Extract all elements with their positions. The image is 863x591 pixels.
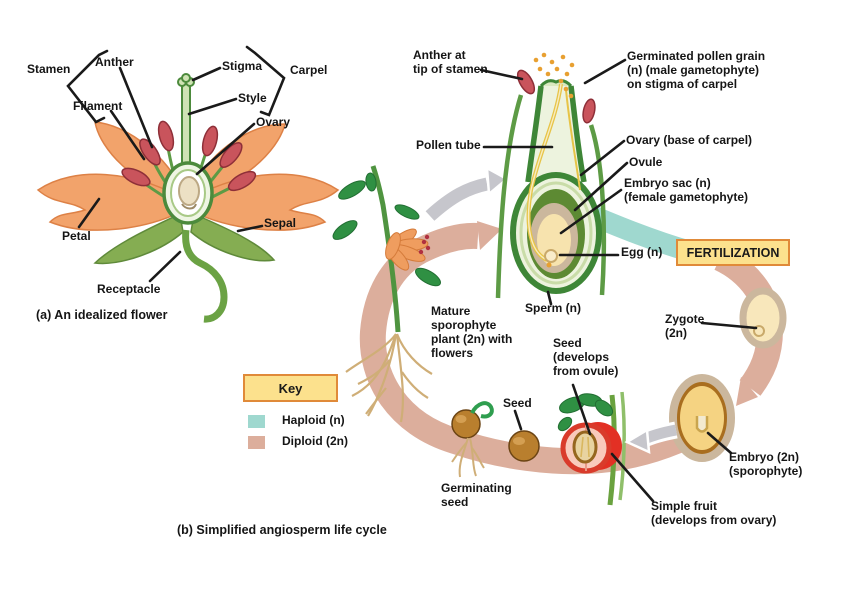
label-ovule: Ovule <box>629 155 663 169</box>
caption-panel-b: (b) Simplified angiosperm life cycle <box>177 523 387 537</box>
label-filament: Filament <box>73 99 123 113</box>
label-ovary: Ovary <box>256 115 291 129</box>
label-carpel: Carpel <box>290 63 328 77</box>
label-egg: Egg (n) <box>621 245 663 259</box>
label-seed-from-ovule: Seed (develops from ovule) <box>553 336 619 379</box>
label-germinated-pollen: Germinated pollen grain (n) (male gameto… <box>627 49 766 92</box>
label-stamen: Stamen <box>27 62 71 76</box>
label-anther: Anther <box>95 55 134 69</box>
gray-arrow-flower-to-carpel <box>423 165 510 224</box>
carpel-cross-section <box>495 52 607 299</box>
label-sepal: Sepal <box>264 216 297 230</box>
caption-panel-a: (a) An idealized flower <box>36 308 168 322</box>
mature-plant-illustration <box>332 165 441 423</box>
sperm-cell <box>546 262 552 268</box>
embryo-shape <box>695 416 709 433</box>
plant-flower <box>385 228 429 271</box>
seed-in-fruit <box>572 430 598 464</box>
key-diploid-label: Diploid (2n) <box>282 434 348 448</box>
plant-roots <box>345 333 433 423</box>
label-embryo: Embryo (2n) (sporophyte) <box>729 450 803 479</box>
pollen-grains <box>533 52 575 99</box>
label-receptacle: Receptacle <box>97 282 161 296</box>
germinating-seed-illustration <box>451 401 494 478</box>
label-mature-sporophyte: Mature sporophyte plant (2n) with flower… <box>431 304 513 361</box>
haploid-swatch <box>248 415 265 428</box>
label-sperm: Sperm (n) <box>525 301 582 315</box>
diploid-swatch <box>248 436 265 449</box>
brackets <box>66 45 286 124</box>
leader-lines <box>77 58 758 503</box>
anthers <box>121 120 257 192</box>
label-germinating-seed: Germinating seed <box>441 481 512 510</box>
carpel-a <box>162 73 214 225</box>
embryo-ovule <box>669 374 735 462</box>
key-haploid-label: Haploid (n) <box>282 413 345 427</box>
receptacle-stem <box>182 229 228 323</box>
label-style: Style <box>238 91 267 105</box>
stamen-bracket <box>66 49 109 124</box>
gray-arrow-embryo-to-fruit <box>624 421 678 455</box>
label-pollen-tube: Pollen tube <box>416 138 481 152</box>
key-box-title: Key <box>243 374 338 402</box>
sepals <box>93 212 276 265</box>
fertilization-box: FERTILIZATION <box>676 239 790 266</box>
flower-illustration <box>36 73 340 323</box>
ovule-a <box>178 176 200 206</box>
fruit-illustration <box>557 391 626 506</box>
zygote-ovule <box>739 287 787 349</box>
label-seed: Seed <box>503 396 532 410</box>
anther-left <box>516 69 536 95</box>
label-petal: Petal <box>62 229 91 243</box>
label-ovary-base: Ovary (base of carpel) <box>626 133 753 147</box>
label-anther-tip: Anther at tip of stamen <box>413 48 488 77</box>
label-simple-fruit: Simple fruit (develops from ovary) <box>651 499 777 528</box>
egg-cell <box>544 249 558 263</box>
label-zygote: Zygote (2n) <box>665 312 705 341</box>
label-embryo-sac: Embryo sac (n) (female gametophyte) <box>624 176 749 205</box>
anther-right <box>582 98 596 124</box>
label-stigma: Stigma <box>222 59 263 73</box>
carpel-bracket <box>245 45 286 117</box>
seed-illustration <box>508 430 540 462</box>
